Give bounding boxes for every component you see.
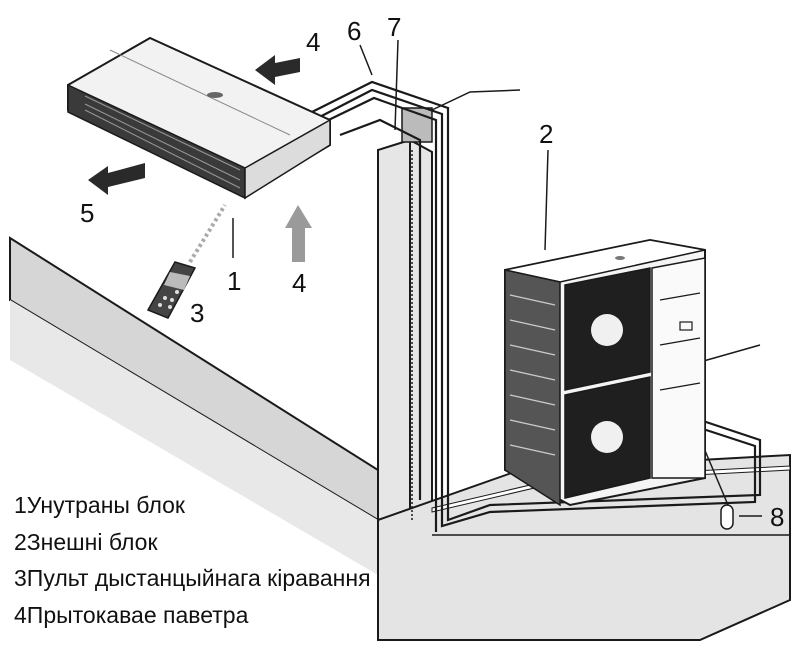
arrow-intake-bottom [285, 205, 312, 262]
arrow-intake-top [255, 55, 300, 85]
drain-hose-end [721, 505, 733, 529]
legend-item-2: 2Знешні блок [14, 524, 434, 561]
legend: 1Унутраны блок 2Знешні блок 3Пульт дыста… [14, 487, 434, 633]
legend-item-3: 3Пульт дыстанцыйнага кіравання [14, 560, 434, 597]
arrow-supply [88, 163, 145, 195]
callout-1: 1 [227, 266, 241, 296]
callout-6: 6 [347, 16, 361, 46]
callout-2: 2 [539, 119, 553, 149]
wall-pillar [378, 140, 432, 545]
callout-7: 7 [387, 12, 401, 42]
callout-3: 3 [190, 298, 204, 328]
callout-4-top: 4 [306, 27, 320, 57]
callout-5: 5 [80, 198, 94, 228]
callout-8: 8 [770, 502, 784, 532]
legend-item-1: 1Унутраны блок [14, 487, 434, 524]
remote-controller [148, 205, 225, 318]
callout-4-bottom: 4 [292, 268, 306, 298]
legend-item-4: 4Прытокавае паветра [14, 597, 434, 634]
outdoor-unit [505, 240, 705, 505]
